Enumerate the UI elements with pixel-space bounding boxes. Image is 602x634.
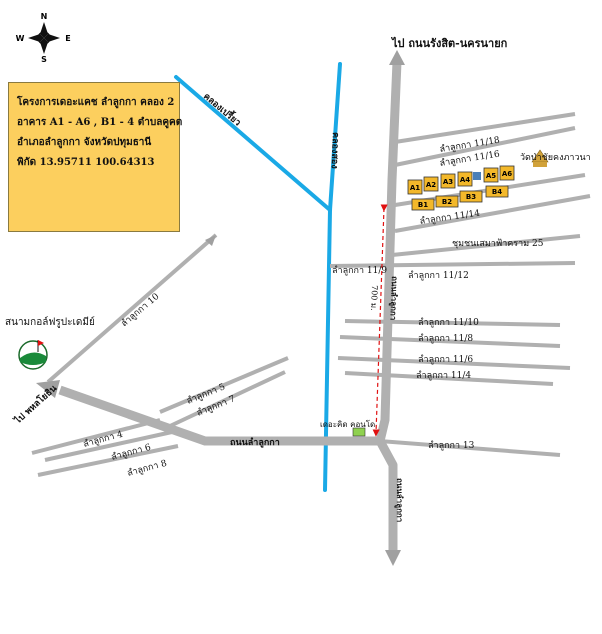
compass: N S W E: [16, 12, 71, 64]
arrow-north-icon: [389, 50, 405, 65]
building-b2: B2: [435, 195, 459, 208]
building-label: A6: [502, 170, 512, 178]
label-lane-10: ลำลูกกา 10: [119, 291, 162, 329]
compass-e: E: [65, 34, 70, 43]
info-line-3: อำเภอลำลูกกา จังหวัดปทุมธานี: [17, 137, 152, 148]
building-a3: A3: [440, 173, 456, 189]
label-canal-mai: คลองเปรี้ยว: [201, 89, 244, 128]
info-line-2: อาคาร A1 - A6 , B1 - 4 ตำบลคูคต: [17, 117, 183, 128]
distance-label: 700 ม.: [369, 285, 379, 311]
info-line-4: พิกัด 13.95711 100.64313: [17, 157, 155, 168]
canals: [174, 62, 342, 492]
golf-icon: [18, 340, 48, 370]
road-ew: [58, 385, 380, 446]
building-a4: A4: [457, 171, 473, 187]
label-lane-13: ลำลูกกา 13: [428, 440, 475, 451]
building-b3: B3: [459, 190, 483, 203]
label-lane-11-9: ลำลูกกา 11/9: [332, 265, 387, 276]
label-lane-25: ชุมชนเสมาฟ้าคราม 25: [452, 238, 544, 249]
canal-vertical: [323, 62, 342, 492]
label-to-phahon: ไป พหลโยธิน: [11, 382, 59, 427]
building-label: B4: [492, 188, 502, 196]
building-label: A2: [426, 181, 436, 189]
label-lane-11-14: ลำลูกกา 11/14: [419, 208, 481, 227]
building-a1: A1: [407, 179, 423, 195]
label-lane-11-6: ลำลูกกา 11/6: [418, 354, 473, 365]
compass-s: S: [41, 55, 47, 64]
label-road-lamlukka-s: ถนนลำลูกกา: [394, 478, 405, 522]
label-to-rangsit: ไป ถนนรังสิต-นครนายก: [390, 36, 508, 50]
building-label: A1: [410, 184, 420, 192]
building-b1: B1: [411, 198, 435, 211]
landmark-marker: [352, 427, 366, 437]
building-a2: A2: [423, 176, 439, 192]
building-label: B2: [442, 198, 452, 206]
label-canal-2: คลองสอง: [329, 132, 340, 169]
building-a5: A5: [483, 167, 499, 183]
label-wat: วัดป่าชัยคงภาวนา: [520, 153, 591, 163]
building-a6: A6: [499, 165, 515, 181]
blue-marker: [473, 172, 481, 180]
label-lane-11-4: ลำลูกกา 11/4: [416, 370, 471, 381]
project-info-box: โครงการเดอะแคช ลำลูกกา คลอง 2 อาคาร A1 -…: [8, 82, 183, 232]
arrow-nw-icon: [205, 235, 216, 246]
arrow-west-icon: [36, 380, 60, 398]
buildings: A1 A2 A3 A4 A5 A6 B1 B2 B3 B4: [407, 165, 515, 211]
golf-label: สนามกอล์ฟรูปะเดมีย์: [5, 316, 95, 328]
arrow-south-icon: [385, 550, 401, 566]
building-label: B3: [466, 193, 476, 201]
temple-icon: [531, 149, 549, 167]
label-lane-11-10: ลำลูกกา 11/10: [418, 317, 479, 328]
label-lane-8: ลำลูกกา 8: [126, 458, 168, 479]
building-label: B1: [418, 201, 428, 209]
label-road-lamlukka-v: ถนนลำลูกกา: [387, 276, 400, 321]
label-lane-11-8: ลำลูกกา 11/8: [418, 333, 473, 344]
compass-w: W: [16, 34, 25, 43]
canal-diagonal: [174, 75, 332, 212]
compass-n: N: [41, 12, 48, 21]
label-road-lamlukka: ถนนลำลูกกา: [230, 437, 280, 448]
building-label: A5: [486, 172, 496, 180]
label-lane-11-12: ลำลูกกา 11/12: [408, 270, 469, 281]
building-b4: B4: [485, 185, 509, 198]
building-label: A4: [460, 176, 470, 184]
distance-line: [372, 204, 388, 437]
landmark-label: เดอะคิด คอนโด: [320, 419, 375, 429]
info-line-1: โครงการเดอะแคช ลำลูกกา คลอง 2: [17, 97, 175, 108]
building-label: A3: [443, 178, 453, 186]
